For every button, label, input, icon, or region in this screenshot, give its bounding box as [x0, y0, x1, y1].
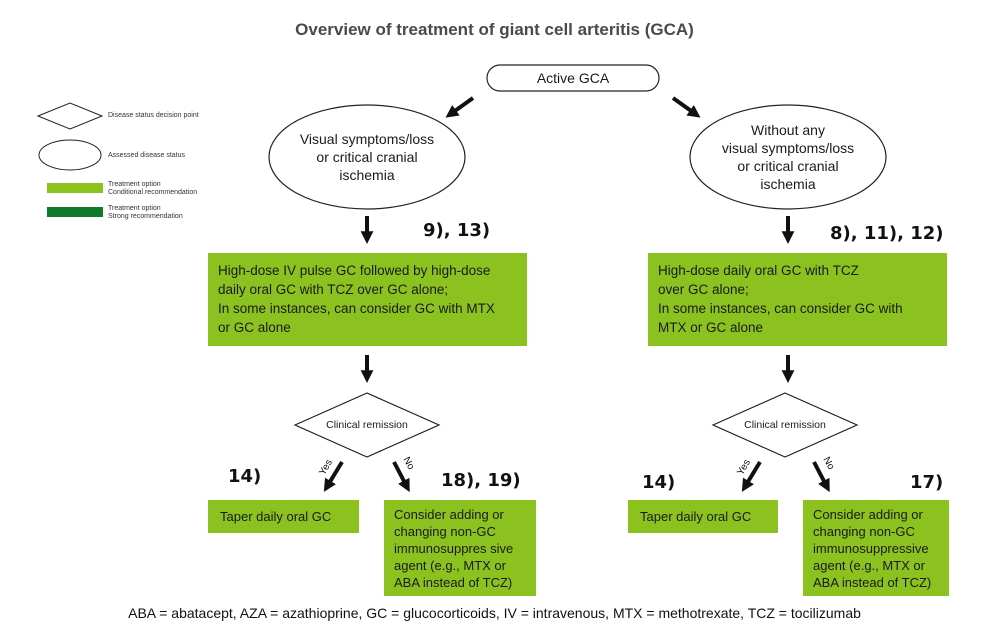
- right-consider-box: Consider adding or changing non-GC immun…: [803, 500, 949, 596]
- legend-conditional-label: Treatment option Conditional recommendat…: [108, 181, 198, 196]
- right-yes-reference: 14): [642, 472, 676, 493]
- left-status-node: Visual symptoms/loss or critical cranial…: [299, 131, 435, 183]
- legend-decision-label: Disease status decision point: [108, 112, 199, 119]
- arrow-root-left: [445, 96, 475, 118]
- left-consider-box: Consider adding or changing non-GC immun…: [384, 500, 536, 596]
- arrow-right-yes: [741, 460, 762, 492]
- root-node: Active GCA: [536, 70, 610, 86]
- arrow-root-right: [671, 96, 701, 118]
- left-decision-node: Clinical remission: [326, 419, 408, 431]
- left-taper-box: Taper daily oral GC: [208, 500, 359, 533]
- right-diamond-shape: [711, 392, 859, 458]
- root-oval-shape: [486, 64, 660, 92]
- diagram-title: Overview of treatment of giant cell arte…: [295, 20, 694, 39]
- arrow-left-yes: [323, 460, 344, 492]
- right-status-node: Without any visual symptoms/loss or crit…: [721, 122, 855, 192]
- arrow-left-no: [392, 461, 410, 493]
- right-treatment-box: High-dose daily oral GC with TCZ over GC…: [648, 253, 947, 346]
- left-status-oval-shape: [268, 104, 466, 210]
- legend-oval-shape: [38, 139, 102, 171]
- left-main-reference: 9), 13): [423, 220, 491, 241]
- legend-conditional-swatch: [47, 183, 103, 193]
- arrow-right-no: [812, 461, 830, 493]
- legend-strong-label: Treatment option Strong recommendation: [108, 205, 183, 220]
- right-decision-node: Clinical remission: [744, 419, 826, 431]
- right-taper-box: Taper daily oral GC: [628, 500, 778, 533]
- legend-strong-swatch: [47, 207, 103, 217]
- legend-assessed-label: Assessed disease status: [108, 152, 186, 159]
- left-treatment-box: High-dose IV pulse GC followed by high-d…: [208, 253, 527, 346]
- right-status-oval-shape: [689, 104, 887, 210]
- left-yes-reference: 14): [228, 466, 262, 487]
- left-no-reference: 18), 19): [441, 470, 521, 491]
- right-main-reference: 8), 11), 12): [830, 223, 944, 244]
- abbreviations-footnote: ABA = abatacept, AZA = azathioprine, GC …: [128, 605, 861, 621]
- legend-diamond-shape: [36, 102, 104, 130]
- right-no-reference: 17): [910, 472, 944, 493]
- left-diamond-shape: [293, 392, 441, 458]
